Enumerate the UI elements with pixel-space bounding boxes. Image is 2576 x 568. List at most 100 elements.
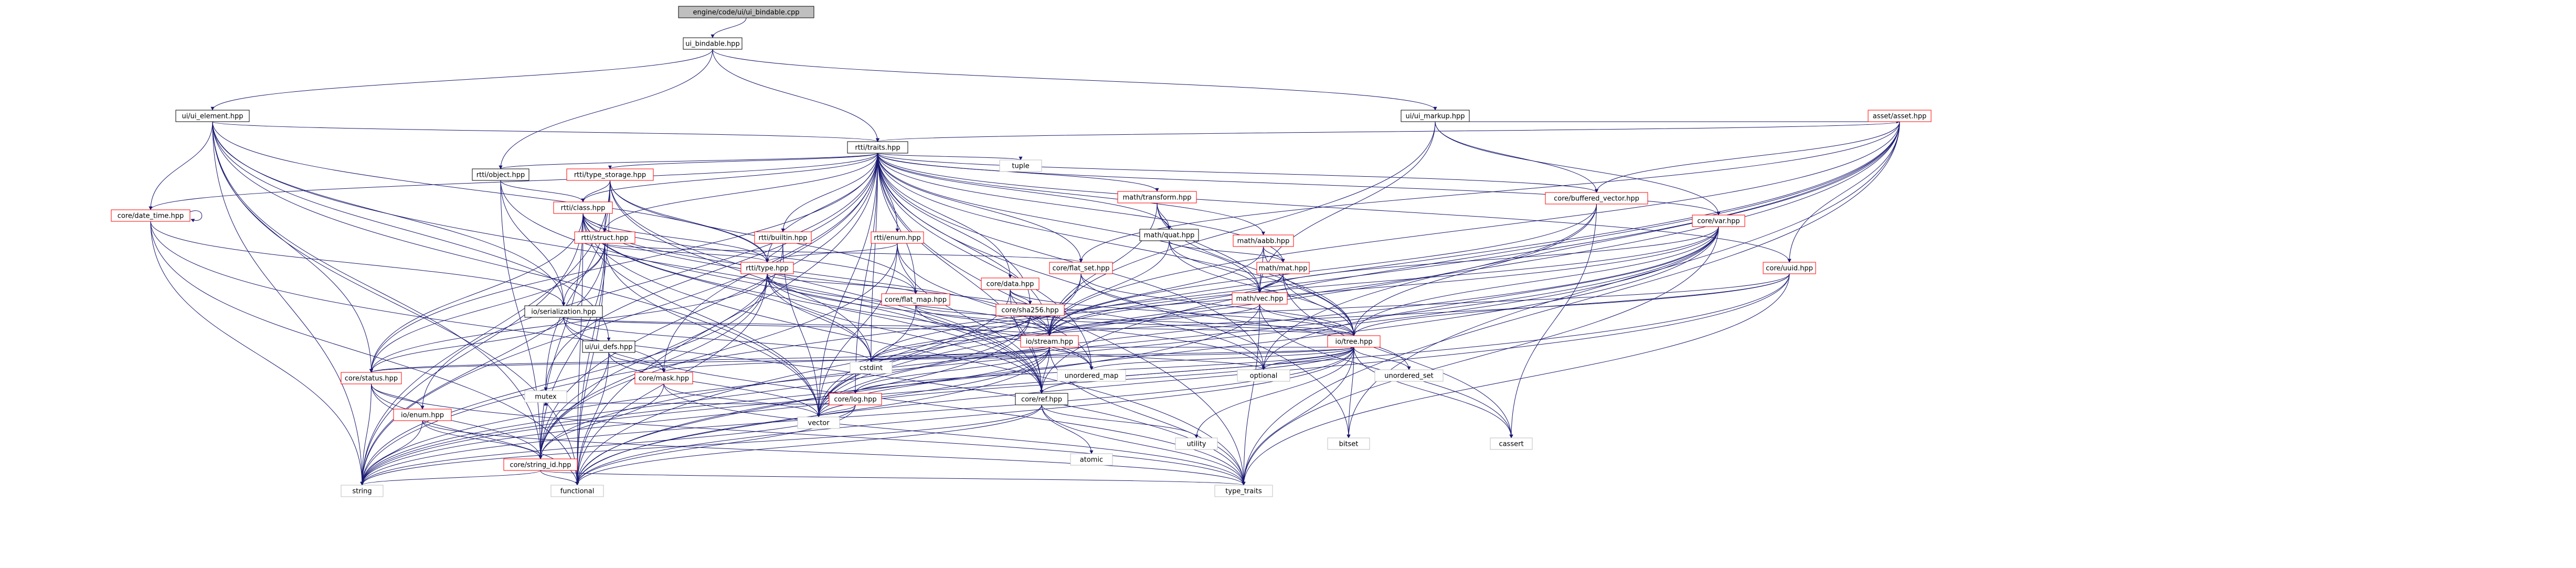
edge-core-ref-to-functional [575, 404, 1042, 486]
node-ui-bindable[interactable]: ui_bindable.hpp [683, 37, 743, 50]
node-utility[interactable]: utility [1175, 437, 1218, 450]
node-core-string-id[interactable]: core/string_id.hpp [503, 458, 578, 471]
node-rtti-class[interactable]: rtti/class.hpp [553, 201, 613, 214]
node-box [1070, 453, 1113, 466]
edge-rtti-builtin-to-core-string-id [538, 243, 783, 459]
node-core-status[interactable]: core/status.hpp [341, 372, 402, 384]
node-box [995, 304, 1065, 316]
node-type-traits[interactable]: type_traits [1214, 485, 1273, 497]
node-core-flat-set[interactable]: core/flat_set.hpp [1049, 262, 1113, 274]
node-label: core/log.hpp [834, 396, 876, 404]
node-rtti-type-storage[interactable]: rtti/type_storage.hpp [566, 168, 654, 181]
node-unordered-map[interactable]: unordered_map [1057, 369, 1126, 382]
node-label: optional [1250, 372, 1278, 380]
edge-io-tree-to-cassert [1353, 347, 1513, 438]
node-unordered-set[interactable]: unordered_set [1374, 369, 1444, 382]
edge-core-var-to-io-stream [1047, 226, 1719, 336]
node-core-buffered-vector[interactable]: core/buffered_vector.hpp [1545, 192, 1648, 205]
node-box [1237, 369, 1290, 382]
node-box [1692, 215, 1745, 227]
node-bitset[interactable]: bitset [1327, 437, 1370, 450]
edge-ui-element-to-core-date-time [149, 121, 213, 210]
node-core-mask[interactable]: core/mask.hpp [634, 372, 693, 384]
node-mutex[interactable]: mutex [524, 390, 567, 403]
node-math-transform[interactable]: math/transform.hpp [1117, 191, 1197, 203]
node-math-vec[interactable]: math/vec.hpp [1232, 292, 1288, 305]
edge-rtti-traits-to-io-tree [877, 153, 1356, 336]
node-label: io/serialization.hpp [531, 308, 596, 316]
edge-core-var-to-io-tree [1352, 226, 1719, 336]
edge-rtti-object-to-io-serialization [500, 180, 566, 306]
node-math-mat[interactable]: math/mat.hpp [1256, 262, 1310, 274]
node-box [797, 416, 840, 429]
edge-ui-defs-to-vector [608, 352, 821, 417]
edge-io-tree-to-optional [1262, 347, 1354, 370]
node-tuple[interactable]: tuple [999, 159, 1042, 172]
edge-asset-to-optional [1262, 121, 1900, 370]
edge-rtti-traits-to-core-date-time [149, 153, 878, 210]
node-string[interactable]: string [341, 485, 384, 497]
node-core-flat-map[interactable]: core/flat_map.hpp [881, 293, 950, 306]
edge-core-mask-to-core-string-id [538, 383, 664, 459]
edge-asset-to-type-traits [1242, 121, 1900, 486]
node-rtti-builtin[interactable]: rtti/builtin.hpp [754, 231, 812, 244]
edge-io-serialization-to-io-tree [563, 317, 1355, 336]
node-optional[interactable]: optional [1237, 369, 1290, 382]
node-core-date-time[interactable]: core/date_time.hpp [111, 209, 190, 222]
node-io-tree[interactable]: io/tree.hpp [1327, 335, 1381, 348]
edge-io-enum-to-type-traits [422, 420, 1246, 486]
node-math-quat[interactable]: math/quat.hpp [1139, 229, 1199, 241]
edge-core-sha256-to-functional [575, 315, 1031, 486]
edge-core-flat-set-to-io-tree [1080, 273, 1356, 336]
edge-math-quat-to-math-vec [1169, 240, 1262, 293]
node-core-log[interactable]: core/log.hpp [829, 393, 882, 405]
node-box [341, 485, 384, 497]
edge-core-log-to-vector [817, 404, 856, 417]
node-cstdint[interactable]: cstdint [850, 361, 893, 374]
node-box [566, 168, 654, 181]
edge-io-tree-to-core-status [369, 347, 1354, 373]
node-rtti-type[interactable]: rtti/type.hpp [740, 262, 794, 274]
node-box [1057, 369, 1126, 382]
node-core-sha256[interactable]: core/sha256.hpp [995, 304, 1065, 316]
node-box [740, 262, 794, 274]
node-root[interactable]: engine/code/ui/ui_bindable.cpp [678, 6, 814, 18]
node-box [1256, 262, 1310, 274]
node-label: core/uuid.hpp [1766, 265, 1813, 273]
edge-math-transform-to-io-tree [1157, 202, 1356, 336]
node-box [1020, 335, 1079, 348]
node-core-data[interactable]: core/data.hpp [981, 277, 1040, 290]
node-box [847, 141, 908, 154]
edge-rtti-traits-to-optional [877, 153, 1266, 370]
node-io-enum[interactable]: io/enum.hpp [393, 409, 452, 421]
node-asset[interactable]: asset/asset.hpp [1868, 110, 1932, 122]
edge-asset-to-bitset [1347, 121, 1900, 438]
edge-io-serialization-to-io-stream [563, 317, 1052, 336]
edge-rtti-traits-to-bitset [877, 153, 1351, 438]
edge-ui-markup-to-core-buffered-vector [1435, 121, 1598, 193]
node-label: math/transform.hpp [1123, 194, 1192, 202]
edge-rtti-enum-to-vector [817, 243, 898, 417]
edge-core-buffered-vector-to-vector [817, 203, 1597, 417]
node-ui-defs[interactable]: ui/ui_defs.hpp [582, 340, 635, 353]
node-box [524, 305, 603, 318]
node-ui-element[interactable]: ui/ui_element.hpp [175, 110, 250, 122]
node-io-stream[interactable]: io/stream.hpp [1020, 335, 1079, 348]
node-cassert[interactable]: cassert [1490, 437, 1533, 450]
edge-rtti-type-to-cstdint [767, 273, 873, 362]
node-core-ref[interactable]: core/ref.hpp [1015, 393, 1068, 405]
edge-rtti-traits-to-unordered-map [877, 153, 1094, 370]
node-rtti-traits[interactable]: rtti/traits.hpp [847, 141, 908, 154]
node-atomic[interactable]: atomic [1070, 453, 1113, 466]
node-core-uuid[interactable]: core/uuid.hpp [1763, 262, 1816, 274]
node-rtti-enum[interactable]: rtti/enum.hpp [871, 231, 924, 244]
node-math-aabb[interactable]: math/aabb.hpp [1233, 234, 1294, 247]
node-rtti-object[interactable]: rtti/object.hpp [472, 168, 529, 181]
node-rtti-struct[interactable]: rtti/struct.hpp [574, 231, 635, 244]
node-vector[interactable]: vector [797, 416, 840, 429]
node-io-serialization[interactable]: io/serialization.hpp [524, 305, 603, 318]
edge-rtti-type-storage-to-cstdint [610, 180, 873, 362]
node-ui-markup[interactable]: ui/ui_markup.hpp [1401, 110, 1470, 122]
node-core-var[interactable]: core/var.hpp [1692, 215, 1745, 227]
node-functional[interactable]: functional [550, 485, 604, 497]
